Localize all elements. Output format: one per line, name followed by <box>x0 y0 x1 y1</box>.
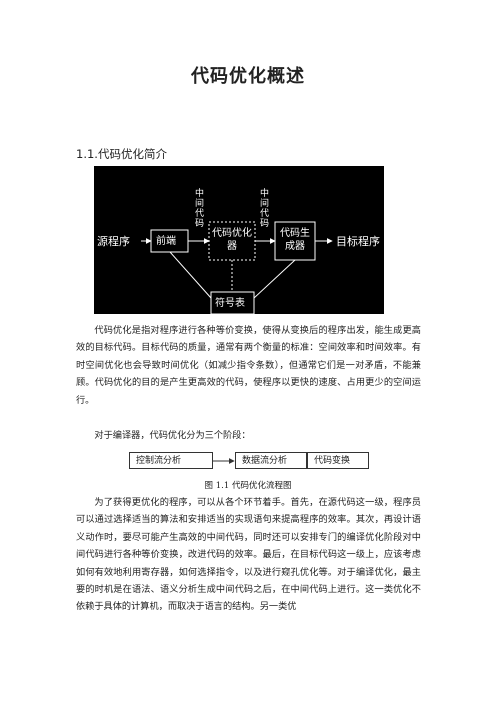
generator-label: 代码生成器 <box>280 228 310 252</box>
symtab-box <box>210 291 255 314</box>
flow-box-transform: 代码变换 <box>307 452 369 469</box>
diagram-lines <box>141 221 333 314</box>
page-title: 代码优化概述 <box>191 66 305 87</box>
intermediate-label-1: 中间代码 <box>193 188 203 228</box>
symtab-label: 符号表 <box>215 298 245 309</box>
link-frontend-symtab <box>169 251 212 299</box>
flow-box-dataflow: 数据流分析 <box>235 452 307 469</box>
link-generator-symtab <box>253 259 296 299</box>
paragraph-intro: 代码优化是指对程序进行各种等价变换，使得从变换后的程序出发，能生成更高效的目标代… <box>76 325 421 406</box>
section-heading: 1.1.代码优化简介 <box>76 147 167 161</box>
frontend-label: 前端 <box>156 236 176 247</box>
source-label: 源程序 <box>97 235 130 248</box>
compiler-diagram: 源程序 前端 代码优化器 代码生成器 目标程序 符号表 中间代码 中间代码 <box>94 166 384 314</box>
paragraph-phases: 对于编译器，代码优化分为三个阶段： <box>94 430 251 441</box>
target-label: 目标程序 <box>336 235 380 248</box>
figure-caption: 图 1.1 代码优化流程图 <box>204 481 292 491</box>
flow-box-control: 控制流分析 <box>129 452 213 469</box>
flow-arrow <box>213 458 235 464</box>
intermediate-label-2: 中间代码 <box>258 188 268 228</box>
paragraph-approach: 为了获得更优化的程序，可以从各个环节着手。首先，在源代码这一级，程序员可以通过选… <box>76 497 421 613</box>
optimizer-label: 代码优化器 <box>212 228 252 252</box>
